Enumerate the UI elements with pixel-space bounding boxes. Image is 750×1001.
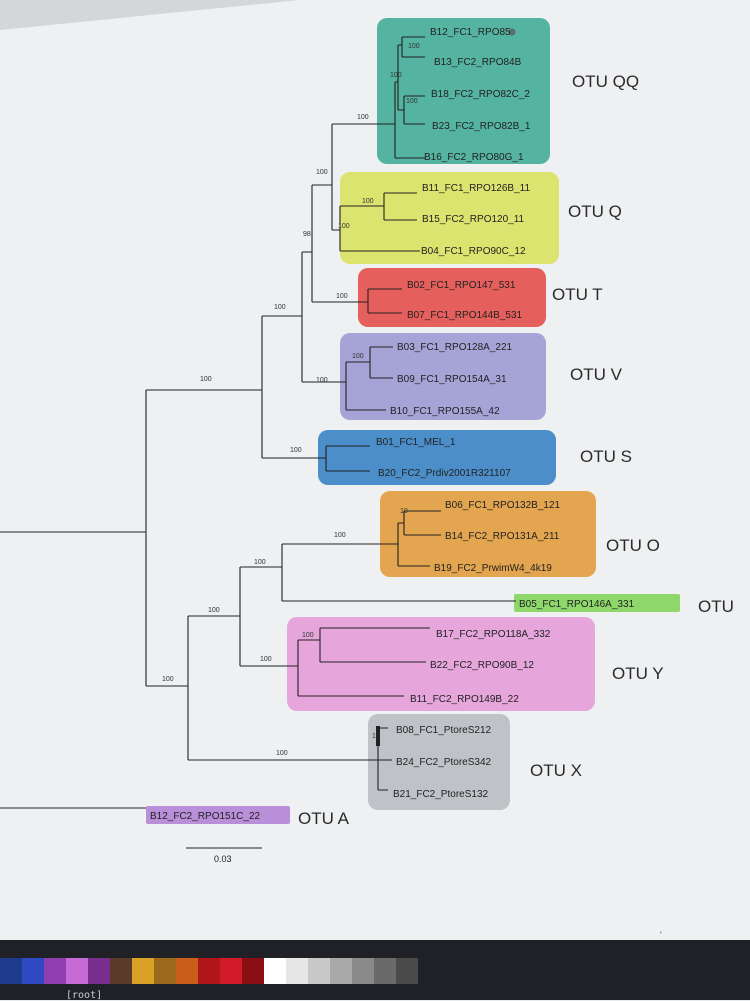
support-value: 100 xyxy=(302,632,314,639)
tip-label: B18_FC2_RPO82C_2 xyxy=(431,89,530,100)
otu-label-a: OTU A xyxy=(298,809,350,828)
color-swatch[interactable] xyxy=(374,958,396,984)
support-value: 1 xyxy=(372,733,376,740)
otu-label-v: OTU V xyxy=(570,365,623,384)
color-swatch[interactable] xyxy=(154,958,176,984)
support-value: 100 xyxy=(260,656,272,663)
color-swatch[interactable] xyxy=(220,958,242,984)
tip-label: B07_FC1_RPO144B_531 xyxy=(407,310,523,321)
tip-label: B23_FC2_RPO82B_1 xyxy=(432,121,531,132)
scale-bar-label: 0.03 xyxy=(214,854,232,864)
support-value: 100 xyxy=(200,376,212,383)
support-value: 100 xyxy=(352,353,364,360)
tip-label: B21_FC2_PtoreS132 xyxy=(393,789,489,800)
color-swatch[interactable] xyxy=(264,958,286,984)
color-swatch[interactable] xyxy=(242,958,264,984)
color-swatch[interactable] xyxy=(110,958,132,984)
tip-label: B16_FC2_RPO80G_1 xyxy=(424,152,524,163)
tip-label: B12_FC2_RPO151C_22 xyxy=(150,811,261,822)
edge-mark: ' xyxy=(660,930,662,940)
clade-box-otu-v xyxy=(340,333,546,420)
corner-shadow xyxy=(0,0,300,30)
tip-label: B04_FC1_RPO90C_12 xyxy=(421,246,526,257)
tip-label: B12_FC1_RPO85 xyxy=(430,27,511,38)
support-value: 100 xyxy=(406,98,418,105)
support-value: 100 xyxy=(408,43,420,50)
tip-label: B14_FC2_RPO131A_211 xyxy=(445,531,560,542)
support-value: 10 xyxy=(400,508,408,515)
color-swatch[interactable] xyxy=(198,958,220,984)
tip-label: B22_FC2_RPO90B_12 xyxy=(430,660,534,671)
phylogenetic-tree: 100 100 100 100 100 98 100 100 100 100 1… xyxy=(0,0,734,940)
support-value: 100 xyxy=(357,114,369,121)
tip-label: B17_FC2_RPO118A_332 xyxy=(436,629,551,640)
tip-label: B02_FC1_RPO147_531 xyxy=(407,280,516,291)
color-swatch[interactable] xyxy=(330,958,352,984)
otu-label-qq: OTU QQ xyxy=(572,72,639,91)
color-swatch[interactable] xyxy=(66,958,88,984)
color-swatch[interactable] xyxy=(286,958,308,984)
color-swatch[interactable] xyxy=(352,958,374,984)
color-swatch[interactable] xyxy=(0,958,22,984)
color-swatch[interactable] xyxy=(132,958,154,984)
support-value: 100 xyxy=(254,559,266,566)
otu-x-collapsed-node xyxy=(376,726,380,746)
tip-label: B15_FC2_RPO120_11 xyxy=(422,214,525,225)
otu-label-o: OTU O xyxy=(606,536,660,555)
tip-label: B03_FC1_RPO128A_221 xyxy=(397,342,513,353)
clade-box-otu-y xyxy=(287,617,595,711)
color-palette[interactable] xyxy=(0,958,418,984)
tip-label: B08_FC1_PtoreS212 xyxy=(396,725,492,736)
support-value: 100 xyxy=(274,304,286,311)
support-value: 100 xyxy=(162,676,174,683)
tree-branches xyxy=(0,36,516,849)
support-value: 100 xyxy=(362,198,374,205)
support-value: 100 xyxy=(290,447,302,454)
color-swatch[interactable] xyxy=(308,958,330,984)
color-swatch[interactable] xyxy=(44,958,66,984)
tip-label: B19_FC2_PrwimW4_4k19 xyxy=(434,563,552,574)
color-swatch[interactable] xyxy=(396,958,418,984)
otu-label-q: OTU Q xyxy=(568,202,622,221)
support-value: 100 xyxy=(338,223,350,230)
tip-label: B10_FC1_RPO155A_42 xyxy=(390,406,500,417)
color-swatch[interactable] xyxy=(176,958,198,984)
support-value: 100 xyxy=(316,377,328,384)
tip-label: B11_FC1_RPO126B_11 xyxy=(422,183,530,194)
tip-label: B01_FC1_MEL_1 xyxy=(376,437,456,448)
color-swatch[interactable] xyxy=(22,958,44,984)
clade-box-otu-u xyxy=(514,594,680,612)
tip-label: B06_FC1_RPO132B_121 xyxy=(445,500,561,511)
clade-box-otu-qq xyxy=(377,18,550,164)
tip-label: B13_FC2_RPO84B xyxy=(434,57,522,68)
taskbar-path: [root] xyxy=(66,990,103,1001)
support-value: 100 xyxy=(316,169,328,176)
otu-label-x: OTU X xyxy=(530,761,582,780)
otu-label-t: OTU T xyxy=(552,285,603,304)
support-value: 100 xyxy=(390,72,402,79)
support-value: 98 xyxy=(303,231,311,238)
clade-box-otu-a xyxy=(146,806,290,824)
support-value: 100 xyxy=(208,607,220,614)
tip-label: B11_FC2_RPO149B_22 xyxy=(410,694,519,705)
clade-box-otu-o xyxy=(380,491,596,577)
clade-box-otu-s xyxy=(318,430,556,485)
tip-label: B20_FC2_Prdiv2001R321107 xyxy=(378,468,511,479)
clade-box-otu-x xyxy=(368,714,510,810)
tip-marker-dot xyxy=(508,28,516,36)
clade-box-otu-q xyxy=(340,172,559,264)
otu-label-y: OTU Y xyxy=(612,664,664,683)
support-value: 100 xyxy=(276,750,288,757)
tip-label: B09_FC1_RPO154A_31 xyxy=(397,374,507,385)
tip-label: B05_FC1_RPO146A_331 xyxy=(519,599,635,610)
support-value: 100 xyxy=(334,532,346,539)
clade-box-otu-t xyxy=(358,268,546,327)
support-value: 100 xyxy=(336,293,348,300)
otu-label-s: OTU S xyxy=(580,447,632,466)
tip-label: B24_FC2_PtoreS342 xyxy=(396,757,492,768)
color-swatch[interactable] xyxy=(88,958,110,984)
otu-label-u: OTU xyxy=(698,597,734,616)
